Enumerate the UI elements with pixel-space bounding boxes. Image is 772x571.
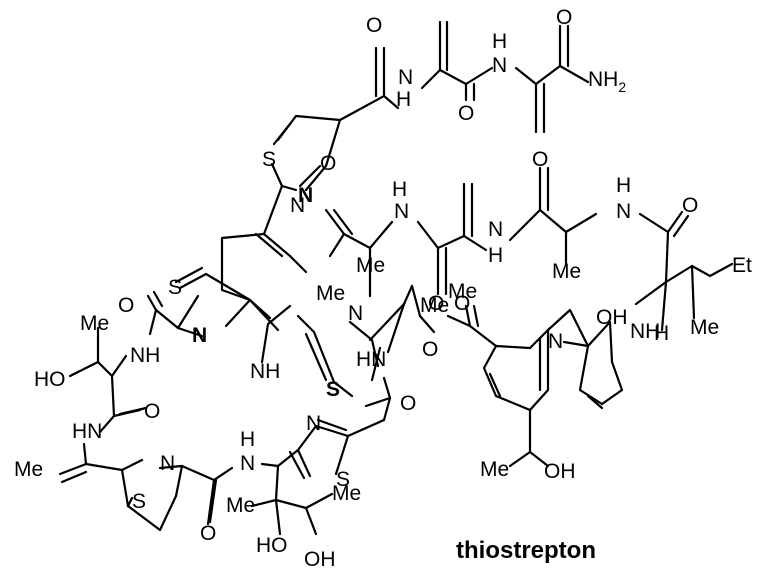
atom-h-n5: H: [616, 174, 631, 197]
atom-o-lactone: O: [422, 338, 438, 361]
atom-oh1: OH: [596, 306, 628, 329]
atom-oh2: OH: [304, 548, 336, 571]
atom-labels: O H N O H N O NH2 S N N O H N O O N H H …: [14, 6, 752, 571]
atom-h6: H: [654, 322, 669, 345]
atom-n-thiazole4: N: [306, 412, 321, 435]
atom-hn-b2: HN: [72, 420, 102, 443]
atom-hn-b3: HN: [356, 348, 386, 371]
compound-name: thiostrepton: [456, 537, 596, 564]
atom-n2: N: [492, 54, 507, 77]
atom-nh2: NH2: [588, 68, 626, 95]
atom-n4: N: [488, 218, 503, 241]
atom-o-top3: O: [556, 6, 572, 29]
atom-h-b4: H: [240, 428, 255, 451]
atom-nh-bridge: NH: [250, 360, 280, 383]
atom-o-b2: O: [144, 400, 160, 423]
atom-n5: N: [616, 200, 631, 223]
atom-o-mid2: O: [428, 292, 444, 315]
atom-o-b1: O: [118, 294, 134, 317]
atom-o-mid3: O: [532, 148, 548, 171]
atom-me2: Me: [356, 254, 385, 277]
atom-n-thiazole1: N: [298, 184, 313, 207]
atom-o-top1: O: [366, 14, 382, 37]
atom-o-top2: O: [458, 102, 474, 125]
atom-n-thiazoline: N: [160, 452, 175, 475]
atom-ho2: HO: [256, 534, 288, 557]
atom-n1: N: [398, 66, 413, 89]
atom-h-n4: H: [488, 244, 503, 267]
atom-o-b3: O: [400, 392, 416, 415]
atom-me1: Me: [316, 282, 345, 305]
atom-ho1: HO: [34, 368, 66, 391]
atom-nh6: NH: [630, 320, 660, 343]
atom-s-thiazole1: S: [262, 148, 276, 171]
atom-me6: Me: [448, 280, 477, 303]
atom-me7: Me: [80, 312, 109, 335]
atom-o-thiazole4: O: [200, 522, 216, 545]
atom-s-thiazole3: S: [326, 378, 340, 401]
atom-n-quinoline: N: [548, 330, 563, 353]
atom-me4: Me: [690, 316, 719, 339]
atom-n-thiazole2: N: [192, 324, 207, 347]
atom-me9: Me: [332, 482, 361, 505]
atom-s-thiazole2: S: [168, 276, 182, 299]
bond-skeleton: [58, 20, 734, 536]
atom-me3: Me: [552, 260, 581, 283]
atom-o-mid4: O: [682, 194, 698, 217]
atom-n-piperideine: N: [290, 194, 305, 217]
atom-me-vinyl: Me: [14, 458, 43, 481]
atom-h-n3: H: [392, 178, 407, 201]
atom-h-n1: H: [396, 88, 411, 111]
atom-o-ester: O: [454, 292, 470, 315]
atom-o-mid1: O: [320, 152, 336, 175]
atom-oh3: OH: [544, 460, 576, 483]
atom-n-thiazole3: N: [348, 302, 363, 325]
atom-s-thiazole4: S: [336, 468, 350, 491]
atom-h-n2: H: [492, 30, 507, 53]
atom-me8: Me: [226, 494, 255, 517]
atom-n-b4: N: [240, 452, 255, 475]
atom-n3: N: [394, 200, 409, 223]
atom-me10: Me: [480, 458, 509, 481]
atom-nh-b1: NH: [130, 344, 160, 367]
atom-me5: Me: [420, 294, 449, 317]
atom-s-thiazoline: S: [132, 490, 146, 513]
atom-et: Et: [732, 254, 752, 277]
